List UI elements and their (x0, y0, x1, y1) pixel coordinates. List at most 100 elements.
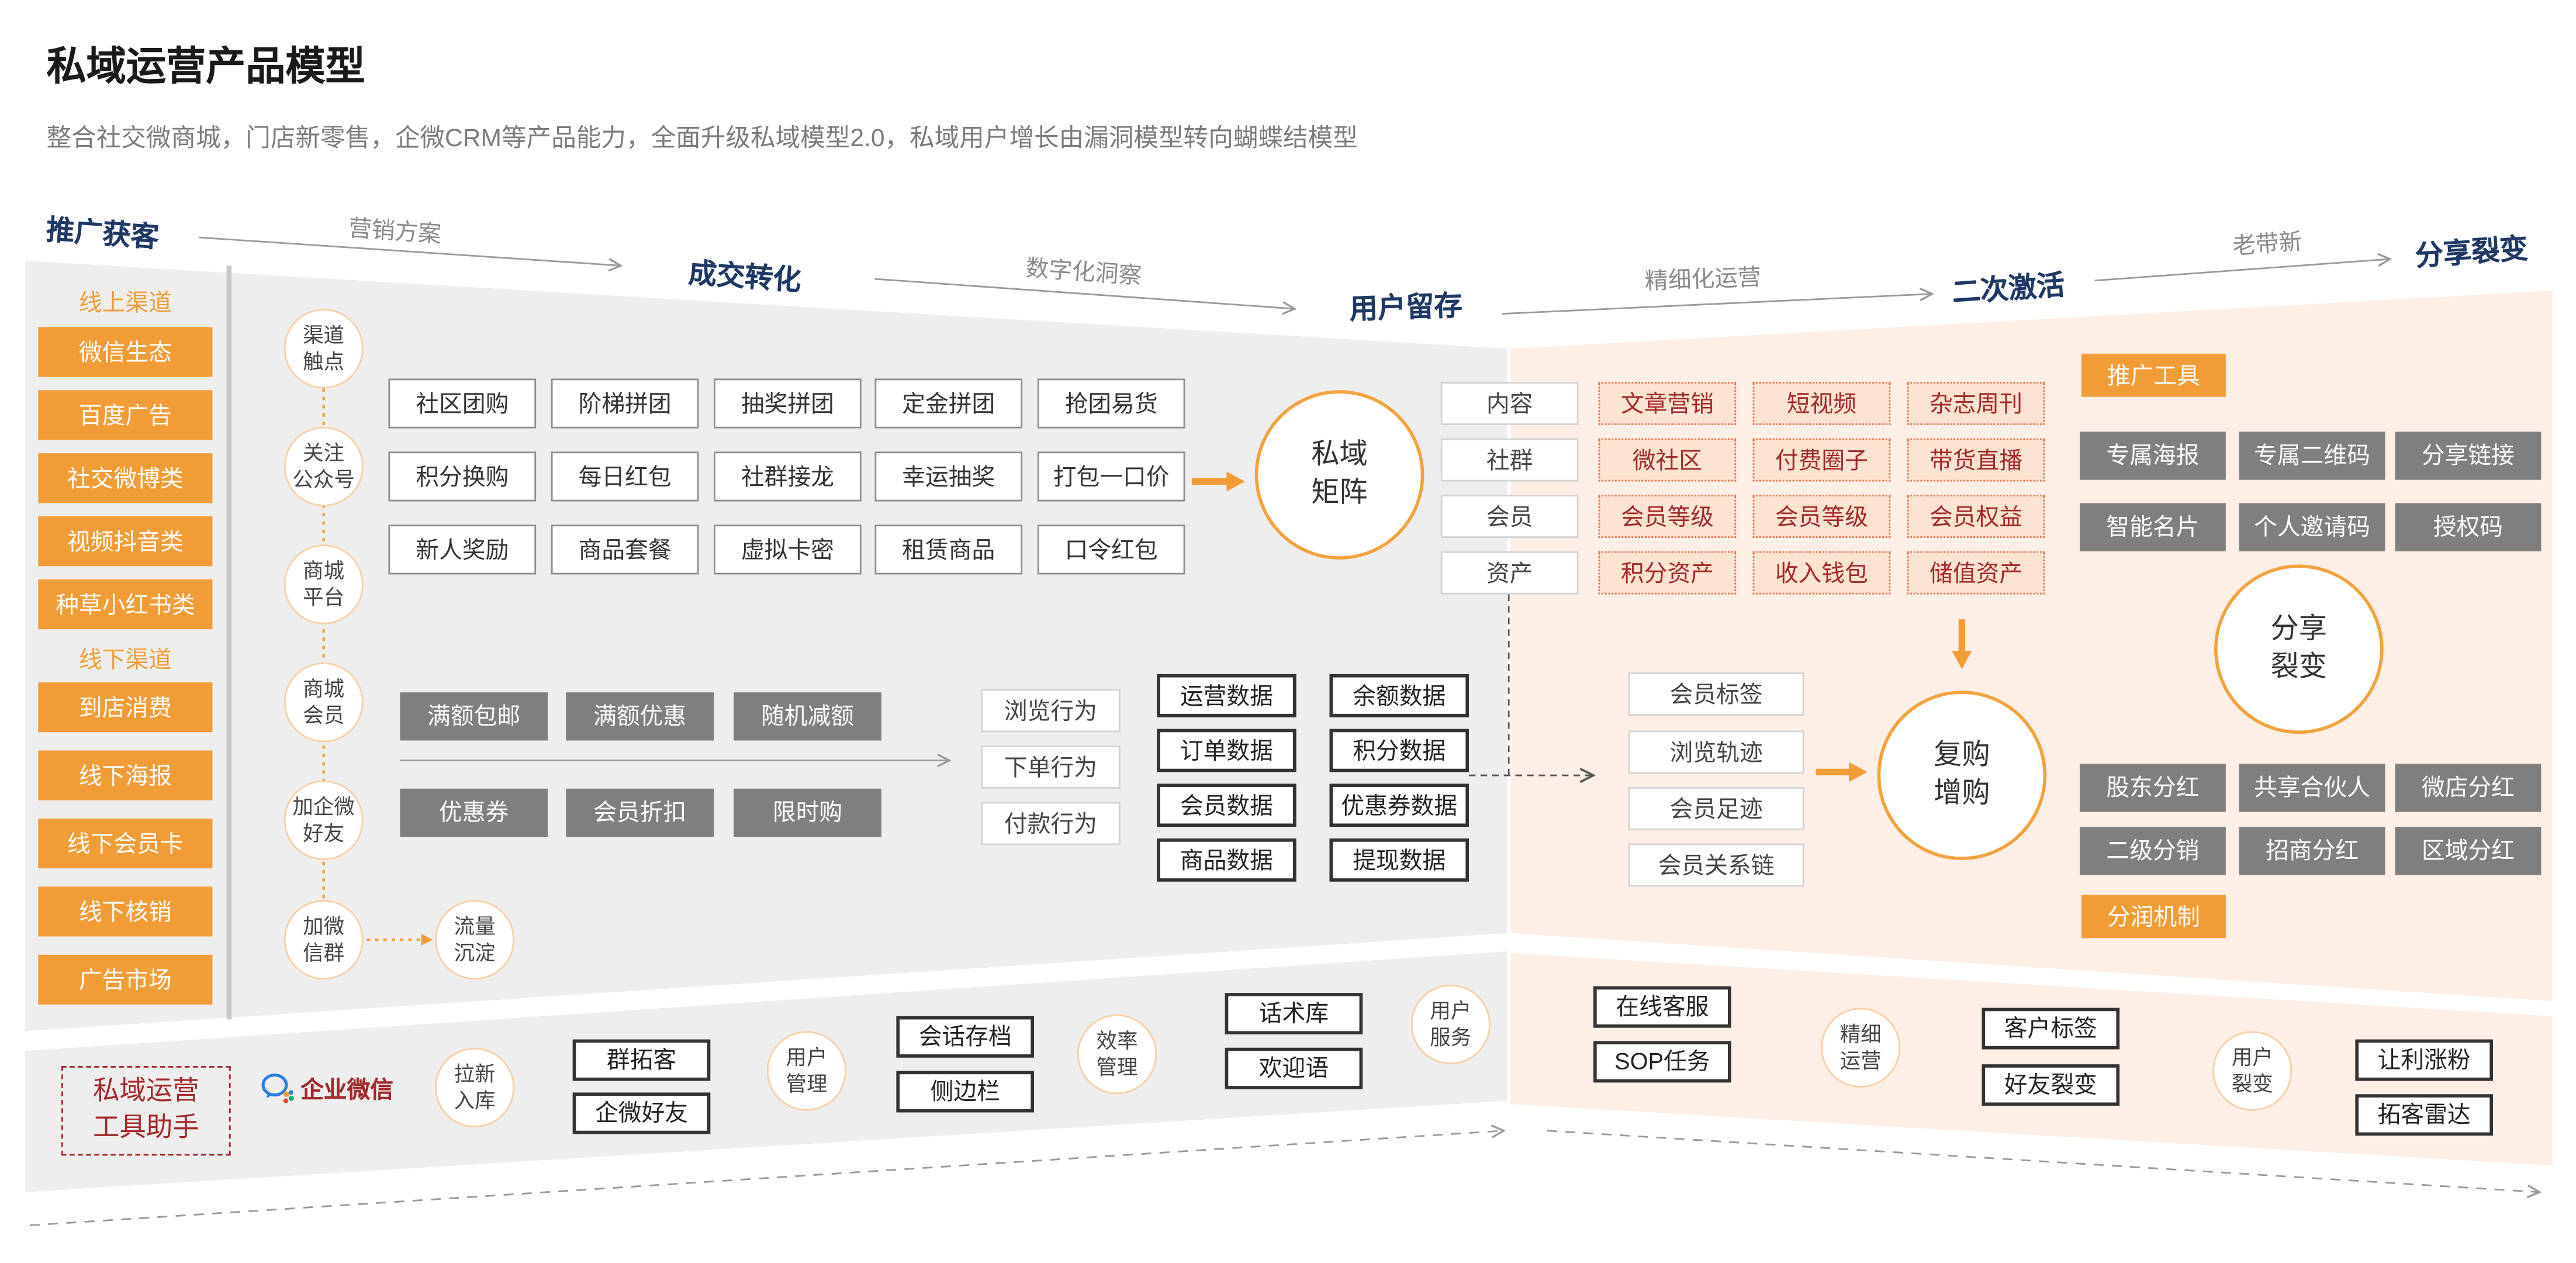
matrix-category: 内容 (1440, 382, 1579, 425)
stage-label: 成交转化 (687, 257, 803, 297)
member-insight: 会员足迹 (1628, 786, 1804, 830)
assistant-item: SOP任务 (1593, 1041, 1731, 1083)
stage-label: 分享裂变 (2414, 233, 2529, 272)
data-asset: 订单数据 (1157, 729, 1296, 772)
assistant-item: 好友裂变 (1982, 1064, 2120, 1106)
data-asset: 运营数据 (1157, 674, 1296, 717)
assistant-node: 精细 运营 (1820, 1007, 1901, 1088)
marketing-tool: 新人奖励 (388, 524, 537, 575)
online-channel: 百度广告 (38, 390, 213, 440)
offline-channel: 到店消费 (38, 682, 213, 733)
matrix-item: 微社区 (1598, 438, 1737, 482)
marketing-tool: 抽奖拼团 (714, 378, 862, 429)
offline-channel: 线下海报 (38, 750, 213, 800)
marketing-tool: 定金拼团 (874, 378, 1023, 429)
matrix-item: 杂志周刊 (1907, 382, 2045, 425)
flow-node: 关注 公众号 (283, 426, 364, 507)
online-channel: 视频抖音类 (38, 516, 213, 567)
assistant-flow-arrow-left (30, 1131, 1504, 1226)
assistant-node: 用户 服务 (1410, 984, 1491, 1065)
matrix-item: 会员等级 (1598, 495, 1737, 539)
to-repurchase-arrow (1816, 762, 1868, 782)
matrix-category: 会员 (1440, 495, 1579, 539)
stage-arrow (1502, 294, 1932, 315)
marketing-tool: 口令红包 (1037, 524, 1185, 575)
stage-arrow (199, 236, 621, 265)
data-asset: 会员数据 (1157, 784, 1296, 827)
profit-item: 招商分红 (2239, 827, 2385, 875)
marketing-tool: 抢团易货 (1037, 378, 1185, 429)
assistant-item: 在线客服 (1593, 986, 1731, 1028)
promo-tool: 个人邀请码 (2239, 503, 2385, 551)
matrix-item: 积分资产 (1598, 551, 1737, 595)
promo-tool: 专属海报 (2079, 432, 2226, 480)
online-channel: 微信生态 (38, 327, 213, 377)
profit-sharing-label: 分润机制 (2081, 895, 2226, 938)
assistant-item: 拓客雷达 (2355, 1094, 2494, 1136)
private-matrix-hub: 私域 矩阵 (1254, 390, 1424, 560)
online-channel: 种草小红书类 (38, 579, 213, 630)
matrix-category: 社群 (1440, 438, 1579, 482)
stage-arrow (874, 278, 1294, 309)
member-insight: 会员标签 (1628, 672, 1804, 716)
matrix-item: 储值资产 (1907, 551, 2045, 595)
assistant-node: 效率 管理 (1077, 1014, 1157, 1095)
member-insight: 会员关系链 (1628, 843, 1804, 887)
matrix-category: 资产 (1440, 551, 1579, 595)
online-channels-label: 线上渠道 (78, 289, 172, 316)
matrix-item: 文章营销 (1598, 382, 1737, 425)
transition-label: 营销方案 (347, 214, 442, 247)
matrix-item: 带货直播 (1907, 438, 2045, 482)
matrix-item: 会员等级 (1752, 495, 1891, 539)
promo-tool: 授权码 (2395, 503, 2542, 551)
marketing-tool: 幸运抽奖 (874, 451, 1023, 502)
online-channel: 社交微博类 (38, 453, 213, 503)
offline-channel: 广告市场 (38, 954, 213, 1005)
promo-tool: 专属二维码 (2239, 432, 2385, 480)
data-asset: 优惠券数据 (1329, 784, 1469, 827)
offline-channel: 线下会员卡 (38, 818, 213, 869)
transition-label: 老带新 (2231, 227, 2303, 259)
marketing-tool: 每日红包 (551, 451, 699, 502)
behavior-item: 浏览行为 (981, 689, 1121, 733)
promo-tool: 智能名片 (2079, 503, 2226, 551)
marketing-tool: 积分换购 (388, 451, 537, 502)
profit-item: 微店分红 (2395, 764, 2542, 812)
promo-tool: 分享链接 (2395, 432, 2542, 480)
data-asset: 积分数据 (1329, 729, 1469, 772)
promotion-item: 满额优惠 (566, 692, 714, 741)
profit-item: 共享合伙人 (2239, 764, 2385, 812)
repurchase-hub: 复购 增购 (1877, 691, 2047, 860)
matrix-item: 会员权益 (1907, 495, 2045, 539)
promo-tools-label: 推广工具 (2081, 353, 2226, 397)
assistant-item: 话术库 (1225, 993, 1363, 1035)
to-matrix-arrow (1191, 471, 1245, 492)
profit-item: 二级分销 (2079, 827, 2226, 875)
offline-channel: 线下核销 (38, 886, 213, 937)
marketing-tool: 商品套餐 (551, 524, 699, 575)
matrix-item: 短视频 (1752, 382, 1891, 425)
page-subtitle: 整合社交微商城，门店新零售，企微CRM等产品能力，全面升级私域模型2.0，私域用… (46, 124, 1358, 153)
marketing-tool: 租赁商品 (874, 524, 1023, 575)
assistant-item: 让利涨粉 (2355, 1039, 2494, 1081)
wecom-icon (261, 1074, 294, 1103)
assistant-item: 欢迎语 (1225, 1047, 1363, 1089)
promotion-item: 优惠券 (400, 788, 548, 837)
promotion-item: 满额包邮 (400, 692, 548, 741)
assistant-item: 会话存档 (896, 1016, 1035, 1058)
page-title: 私域运营产品模型 (46, 44, 365, 90)
offline-channels-label: 线下渠道 (78, 646, 172, 673)
flow-node: 加微 信群 (283, 900, 364, 980)
data-asset: 余额数据 (1329, 674, 1469, 717)
assistant-node: 用户 管理 (766, 1031, 847, 1111)
assistant-band-left-bg (25, 951, 1507, 1192)
matrix-item: 收入钱包 (1752, 551, 1891, 595)
assistant-band-right-bg (1510, 953, 2553, 1166)
assistant-item: 企微好友 (572, 1092, 711, 1134)
assistant-node: 用户 裂变 (2212, 1031, 2293, 1111)
share-hub: 分享 裂变 (2214, 564, 2384, 734)
stage-label: 推广获客 (45, 214, 160, 254)
assistant-flow-arrow-right (1547, 1130, 2539, 1192)
profit-item: 区域分红 (2395, 827, 2542, 875)
